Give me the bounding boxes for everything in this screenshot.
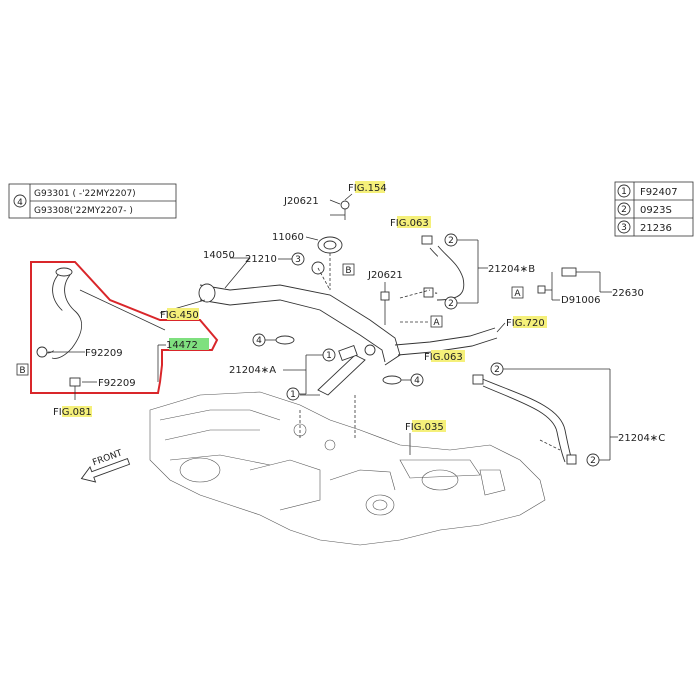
thermostat-housing [311, 200, 350, 291]
fig-ref-450[interactable]: FIG.450 [160, 310, 199, 321]
fig-ref-081[interactable]: FIG.081 [53, 407, 92, 418]
hose-21204c [472, 374, 577, 465]
marker-b-top: B [345, 266, 351, 276]
part-14050: 14050 [203, 250, 235, 261]
marker-b-left-box [16, 363, 29, 376]
fig154-highlight [355, 181, 385, 193]
variant-row-2: G93308('22MY2207- ) [34, 206, 133, 216]
circle-marker-2a: 2 [448, 236, 454, 246]
circle-marker-4b: 4 [414, 376, 420, 386]
part-j20621-top: J20621 [283, 196, 319, 207]
part-j20621-mid: J20621 [367, 270, 403, 281]
variant-marker-circle [13, 194, 27, 208]
part-22630: 22630 [612, 288, 644, 299]
part-21204b: 21204∗B [488, 264, 535, 275]
hose-21204b [421, 235, 465, 301]
fig450-highlight [167, 308, 199, 320]
circle-marker-3: 3 [295, 255, 301, 265]
legend-code-1: F92407 [640, 187, 678, 198]
part-21210: 21210 [245, 254, 277, 265]
legend-marker-2: 2 [621, 205, 627, 215]
fig720-highlight [513, 316, 547, 328]
fig-ref-063-b[interactable]: FIG.063 [424, 352, 463, 363]
part-d91006: D91006 [561, 295, 601, 306]
part-11060: 11060 [272, 232, 304, 243]
fig063a-highlight [397, 216, 431, 228]
part-21204c: 21204∗C [618, 433, 665, 444]
legend-marker-1: 1 [621, 187, 627, 197]
pipe-21204a [300, 344, 376, 396]
circle-marker-1a: 1 [326, 351, 332, 361]
fig-ref-720[interactable]: FIG.720 [506, 318, 545, 329]
marker-a-right: A [514, 289, 521, 299]
part-14472: 14472 [166, 340, 198, 351]
part-21204a: 21204∗A [229, 365, 276, 376]
fig-ref-154[interactable]: FIG.154 [348, 183, 387, 194]
variant-table: 4 G93301 ( -'22MY2207) G93308('22MY2207-… [8, 183, 177, 219]
part-14472-highlight [169, 338, 209, 350]
variant-marker: 4 [17, 198, 23, 208]
fig081-highlight [62, 406, 92, 417]
marker-b-left: B [19, 366, 25, 376]
variant-row-1: G93301 ( -'22MY2207) [34, 189, 136, 199]
hose-14472 [36, 267, 166, 400]
circle-marker-4a: 4 [256, 336, 262, 346]
legend-marker-3: 3 [621, 223, 627, 233]
part-f92209-a: F92209 [85, 348, 123, 359]
fig-ref-063-a[interactable]: FIG.063 [390, 218, 429, 229]
part-f92209-b: F92209 [98, 378, 136, 389]
legend-table: 1 2 3 F92407 0923S 21236 [614, 181, 694, 237]
circle-marker-2d: 2 [590, 456, 596, 466]
coolant-pipe-main [159, 257, 506, 366]
circle-marker-2c: 2 [494, 365, 500, 375]
legend-code-2: 0923S [640, 205, 672, 216]
circle-marker-1b: 1 [290, 390, 296, 400]
circle-marker-2b: 2 [448, 299, 454, 309]
engine-block [149, 391, 546, 546]
front-arrow: FRONT [80, 448, 131, 483]
marker-a-mid: A [433, 318, 440, 328]
sensor-22630 [537, 267, 612, 301]
fig035-highlight [412, 420, 446, 432]
fig-ref-035[interactable]: FIG.035 [405, 422, 444, 433]
legend-code-3: 21236 [640, 223, 672, 234]
fig063b-highlight [431, 350, 465, 362]
